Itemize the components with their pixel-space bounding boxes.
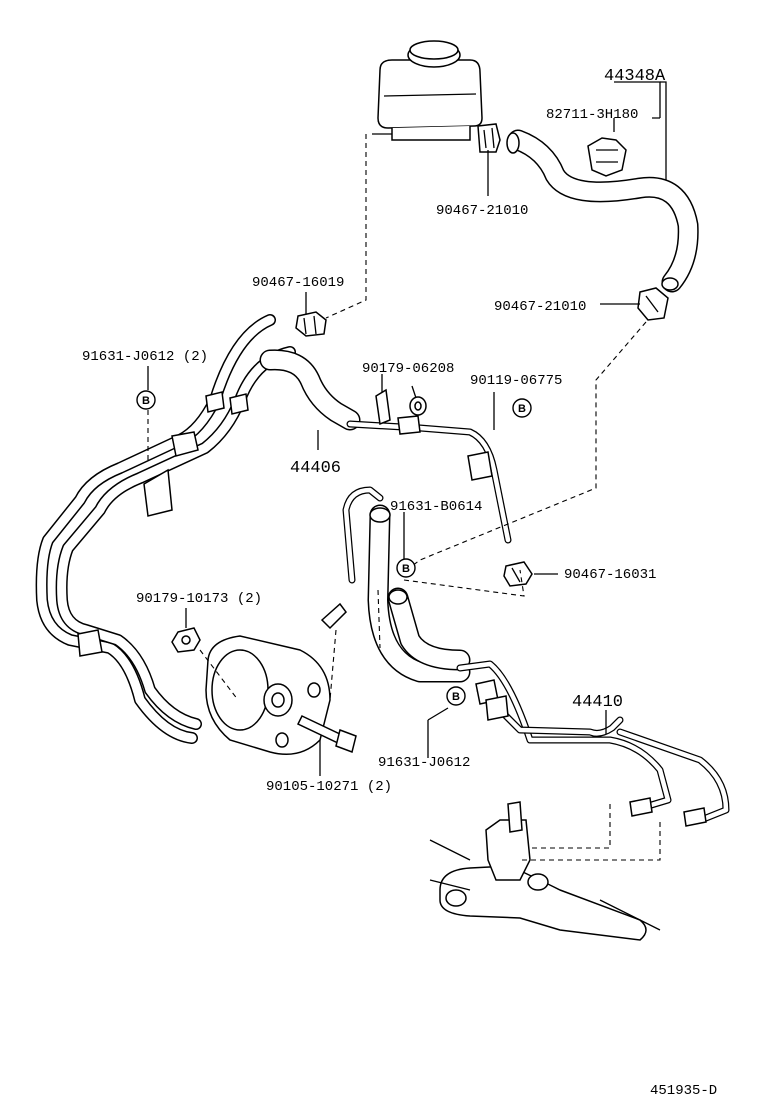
label-91631-J0612-2: 91631-J0612 (2): [82, 349, 208, 365]
label-90467-21010-top: 90467-21010: [436, 203, 528, 219]
label-44406: 44406: [290, 459, 341, 478]
badge-b-1-text: B: [142, 395, 150, 407]
label-44410: 44410: [572, 693, 623, 712]
label-91631-B0614: 91631-B0614: [390, 499, 482, 515]
dashed-reference-lines: [147, 134, 661, 861]
label-90467-16019: 90467-16019: [252, 275, 344, 291]
badge-b-4: B: [446, 686, 466, 706]
part-labels: 44348A 82711-3H180 90467-21010 90467-160…: [82, 67, 717, 1099]
label-90105-10271-2: 90105-10271 (2): [266, 779, 392, 795]
pressure-tube-44410: [456, 660, 730, 827]
clamp-90467-21010-top: [477, 123, 501, 153]
pressure-tube-center: [320, 486, 471, 683]
nut-90179-06208: [409, 396, 427, 416]
badge-b-2-text: B: [518, 403, 526, 415]
label-82711-3H180: 82711-3H180: [546, 107, 638, 123]
badge-b-1: B: [136, 390, 156, 410]
hose-clamp-82711: [587, 137, 627, 177]
leader-lines: [147, 81, 667, 776]
label-44348A: 44348A: [604, 67, 666, 86]
label-90179-06208: 90179-06208: [362, 361, 454, 377]
return-tube-bundle-left: [35, 314, 296, 744]
badge-b-3: B: [396, 558, 416, 578]
label-90179-10173-2: 90179-10173 (2): [136, 591, 262, 607]
label-90467-21010-mid: 90467-21010: [494, 299, 586, 315]
bolt-90105-10271: [296, 715, 357, 753]
label-90119-06775: 90119-06775: [470, 373, 562, 389]
power-steering-pump: [205, 635, 331, 755]
label-90467-16031: 90467-16031: [564, 567, 656, 583]
diagram-code: 451935-D: [650, 1083, 717, 1099]
clamp-90467-16031: [503, 561, 533, 587]
badge-b-3-text: B: [402, 563, 410, 575]
nut-90179-10173: [171, 627, 201, 653]
clamp-90467-16019: [295, 311, 327, 337]
return-hose-44348A: [506, 129, 699, 293]
badge-b-2: B: [512, 398, 532, 418]
steering-rack: [429, 801, 661, 941]
label-91631-J0612: 91631-J0612: [378, 755, 470, 771]
reservoir-tank: [372, 40, 483, 141]
badge-b-4-text: B: [452, 691, 460, 703]
pressure-hose-44406: [259, 349, 512, 544]
clamp-90467-21010-mid: [637, 287, 669, 321]
